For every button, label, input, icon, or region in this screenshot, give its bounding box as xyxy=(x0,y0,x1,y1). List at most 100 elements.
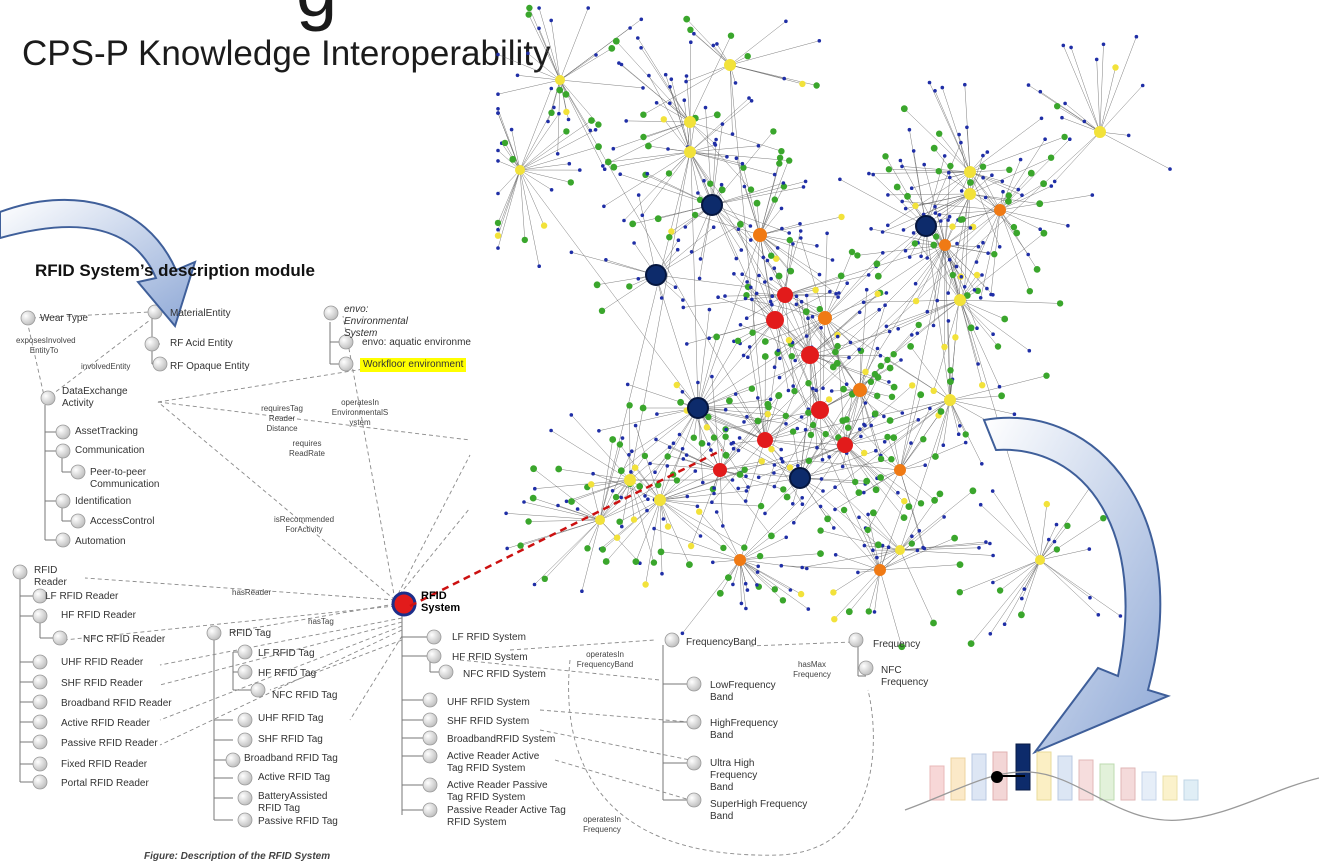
network-leaf-node xyxy=(884,356,891,364)
network-leaf-node xyxy=(739,248,744,252)
network-leaf-node xyxy=(772,484,777,489)
network-leaf-node xyxy=(799,299,804,304)
ontology-class-node xyxy=(52,630,68,646)
network-leaf-node xyxy=(799,80,806,88)
network-leaf-node xyxy=(636,193,641,197)
tag-item: NFC RFID Tag xyxy=(272,690,338,701)
network-leaf-node xyxy=(903,248,908,253)
network-leaf-node xyxy=(877,362,885,370)
network-leaf-node xyxy=(711,43,716,48)
network-leaf-node xyxy=(770,128,777,135)
network-leaf-node xyxy=(654,101,659,105)
reader-item: HF RFID Reader xyxy=(61,610,137,621)
network-leaf-node xyxy=(734,337,742,344)
network-leaf-node xyxy=(680,631,685,636)
module-title: RFID System’s description module xyxy=(35,261,315,280)
network-leaf-node xyxy=(805,409,812,416)
network-hub-node xyxy=(515,165,525,175)
network-leaf-node xyxy=(711,560,715,565)
network-leaf-node xyxy=(740,164,747,171)
network-mid-node xyxy=(595,143,602,151)
network-leaf-node xyxy=(886,193,890,197)
network-leaf-node xyxy=(1000,179,1005,184)
network-leaf-node xyxy=(840,464,845,469)
network-leaf-node xyxy=(620,524,624,529)
network-mid-node xyxy=(1036,200,1044,208)
network-mid-node xyxy=(956,561,964,568)
network-leaf-node xyxy=(746,485,750,489)
network-leaf-node xyxy=(744,474,748,479)
network-mid-node xyxy=(963,292,971,299)
network-leaf-node xyxy=(817,527,824,534)
network-leaf-node xyxy=(952,334,959,341)
network-leaf-node xyxy=(654,437,658,442)
network-leaf-node xyxy=(1038,89,1043,94)
network-leaf-node xyxy=(1064,522,1071,529)
network-mid-node xyxy=(686,561,693,568)
ontology-class-node xyxy=(55,424,71,440)
network-leaf-node xyxy=(741,353,746,358)
network-leaf-node xyxy=(899,358,903,362)
network-leaf-node xyxy=(611,146,616,151)
system-item: HF RFID System xyxy=(452,652,528,663)
network-leaf-node xyxy=(1096,613,1101,617)
network-leaf-node xyxy=(734,256,739,261)
ontology-class-node xyxy=(237,732,253,748)
network-leaf-node xyxy=(779,456,784,461)
network-leaf-node xyxy=(689,250,694,254)
network-leaf-node xyxy=(763,280,767,284)
class-communication: Communication xyxy=(75,445,145,456)
band-item: Ultra High Frequency Band xyxy=(710,758,758,793)
network-leaf-node xyxy=(994,343,1002,350)
network-leaf-node xyxy=(946,291,950,295)
network-leaf-node xyxy=(778,148,785,155)
network-mid-node xyxy=(783,493,791,501)
network-leaf-node xyxy=(771,586,778,593)
network-leaf-node xyxy=(805,566,809,571)
network-hub-node xyxy=(701,194,723,216)
network-leaf-node xyxy=(586,6,590,10)
relation-requires-tag-reader-distance: requiresTag Reader Distance xyxy=(261,404,303,433)
network-leaf-node xyxy=(533,486,537,491)
network-leaf-node xyxy=(1001,189,1005,194)
network-leaf-node xyxy=(955,241,959,246)
network-leaf-node xyxy=(947,162,954,170)
network-leaf-node xyxy=(665,170,673,177)
network-leaf-node xyxy=(549,86,554,91)
network-leaf-node xyxy=(795,426,800,431)
network-leaf-node xyxy=(915,548,920,553)
network-leaf-node xyxy=(742,420,746,424)
network-leaf-node xyxy=(801,185,806,189)
network-leaf-node xyxy=(532,582,537,587)
network-leaf-node xyxy=(695,504,700,509)
network-leaf-node xyxy=(526,51,530,56)
network-leaf-node xyxy=(867,171,871,176)
network-leaf-node xyxy=(983,195,988,200)
network-leaf-node xyxy=(989,292,993,297)
network-leaf-node xyxy=(733,392,738,396)
system-item: LF RFID System xyxy=(452,632,526,643)
network-leaf-node xyxy=(667,445,672,450)
network-mid-node xyxy=(509,155,517,163)
network-leaf-node xyxy=(691,211,699,219)
network-leaf-node xyxy=(768,446,775,453)
network-mid-node xyxy=(588,117,595,124)
tag-item: LF RFID Tag xyxy=(258,648,315,659)
network-leaf-node xyxy=(724,427,728,432)
network-leaf-node xyxy=(884,324,889,329)
network-leaf-node xyxy=(834,342,841,350)
network-leaf-node xyxy=(744,606,748,611)
network-leaf-node xyxy=(743,296,748,301)
network-leaf-node xyxy=(911,231,916,235)
network-leaf-node xyxy=(935,168,942,175)
network-leaf-node xyxy=(496,111,500,115)
network-leaf-node xyxy=(727,32,735,39)
network-leaf-node xyxy=(659,296,664,300)
ontology-class-node xyxy=(32,714,48,730)
network-leaf-node xyxy=(702,178,706,183)
network-leaf-node xyxy=(786,388,791,393)
network-mid-node xyxy=(937,408,945,415)
network-leaf-node xyxy=(856,570,860,575)
network-leaf-node xyxy=(768,252,775,259)
